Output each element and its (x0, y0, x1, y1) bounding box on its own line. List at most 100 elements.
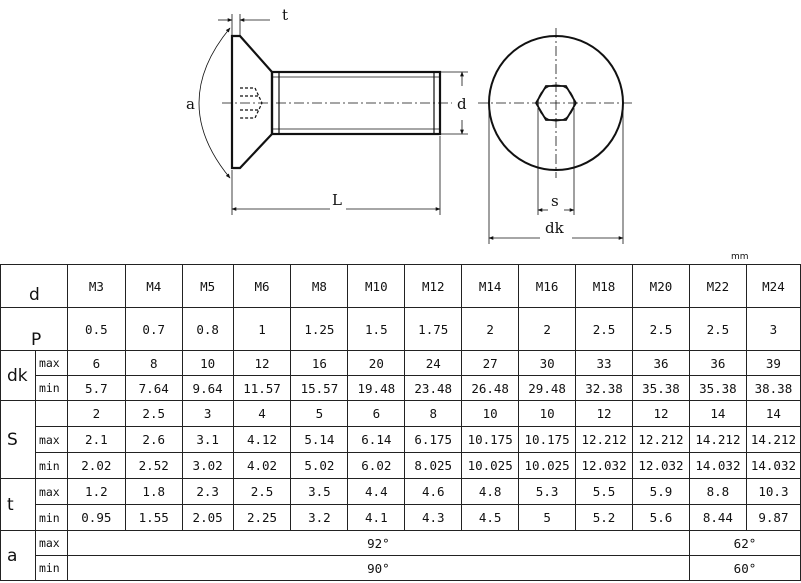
screw-side-view (222, 34, 452, 170)
s-nominal-value: 10 (461, 400, 520, 427)
a-min-large-value: 60° (688, 555, 801, 581)
max-label: max (34, 426, 68, 453)
size-header-cell: M24 (745, 264, 801, 308)
a-max-large-value: 62° (688, 530, 801, 556)
unit-label: mm (731, 252, 749, 262)
dk-max-value: 24 (404, 350, 463, 376)
dk-min-value: 9.64 (181, 375, 234, 401)
dk-min-value: 5.7 (66, 375, 126, 401)
dk-min-value: 11.57 (232, 375, 292, 401)
size-header-cell: M10 (347, 264, 406, 308)
t-max-value: 4.6 (404, 478, 463, 505)
size-header-cell: M14 (461, 264, 520, 308)
min-label: min (34, 452, 68, 479)
s-min-value: 14.032 (688, 452, 747, 479)
a-label: a (0, 530, 36, 581)
t-min-value: 3.2 (290, 504, 349, 531)
t-max-value: 1.8 (124, 478, 183, 505)
dimension-s (537, 108, 575, 215)
dk-max-value: 33 (575, 350, 633, 376)
s-max-value: 10.175 (461, 426, 520, 453)
s-nominal-value: 5 (290, 400, 349, 427)
a-max-main-value: 92° (66, 530, 690, 556)
t-max-value: 4.4 (347, 478, 406, 505)
pitch-value: 0.5 (66, 307, 126, 351)
t-min-value: 5.2 (575, 504, 633, 531)
s-nominal-value: 14 (745, 400, 801, 427)
t-max-value: 1.2 (66, 478, 126, 505)
t-min-value: 0.95 (66, 504, 126, 531)
t-max-value: 10.3 (745, 478, 801, 505)
s-min-value: 5.02 (290, 452, 349, 479)
s-max-value: 14.212 (688, 426, 747, 453)
s-nominal-value: 12 (575, 400, 633, 427)
t-min-value: 5 (518, 504, 577, 531)
s-nominal-value: 12 (632, 400, 690, 427)
label-t: t (282, 6, 288, 24)
dk-min-value: 29.48 (518, 375, 577, 401)
dk-label: dk (0, 350, 36, 401)
t-max-value: 5.3 (518, 478, 577, 505)
s-nominal-value: 14 (688, 400, 747, 427)
size-header-cell: M3 (66, 264, 126, 308)
size-header-label: d (0, 264, 68, 308)
s-max-value: 4.12 (232, 426, 292, 453)
dimension-dk (488, 110, 624, 244)
min-label: min (34, 375, 68, 401)
s-nominal-value: 4 (232, 400, 292, 427)
t-min-value: 2.05 (181, 504, 234, 531)
dk-max-value: 12 (232, 350, 292, 376)
pitch-value: 3 (745, 307, 801, 351)
s-min-value: 2.02 (66, 452, 126, 479)
size-header-cell: M22 (688, 264, 747, 308)
dk-max-value: 30 (518, 350, 577, 376)
t-min-value: 4.5 (461, 504, 520, 531)
dimension-L (231, 136, 441, 215)
a-min-main-value: 90° (66, 555, 690, 581)
pitch-label: P (0, 307, 68, 351)
s-max-value: 6.175 (404, 426, 463, 453)
s-nominal-value: 2 (66, 400, 126, 427)
max-label: max (34, 530, 68, 556)
t-max-value: 3.5 (290, 478, 349, 505)
s-min-value: 10.025 (461, 452, 520, 479)
t-max-value: 8.8 (688, 478, 747, 505)
label-a: a (186, 95, 195, 113)
pitch-value: 2 (461, 307, 520, 351)
t-min-value: 1.55 (124, 504, 183, 531)
size-header-cell: M18 (575, 264, 633, 308)
s-nominal-value: 8 (404, 400, 463, 427)
dk-max-value: 8 (124, 350, 183, 376)
s-max-value: 12.212 (575, 426, 633, 453)
s-min-value: 14.032 (745, 452, 801, 479)
size-header-cell: M5 (181, 264, 234, 308)
pitch-value: 0.7 (124, 307, 183, 351)
size-header-cell: M8 (290, 264, 349, 308)
blank-cell (34, 400, 68, 427)
dk-max-value: 16 (290, 350, 349, 376)
size-header-cell: M16 (518, 264, 577, 308)
s-max-value: 5.14 (290, 426, 349, 453)
dimension-t (218, 14, 270, 36)
s-nominal-value: 10 (518, 400, 577, 427)
dk-max-value: 20 (347, 350, 406, 376)
t-min-value: 4.1 (347, 504, 406, 531)
dimension-a (198, 27, 231, 179)
t-max-value: 5.9 (632, 478, 690, 505)
max-label: max (34, 350, 68, 376)
s-max-value: 3.1 (181, 426, 234, 453)
s-min-value: 3.02 (181, 452, 234, 479)
s-label: S (0, 400, 36, 479)
dk-max-value: 6 (66, 350, 126, 376)
dk-max-value: 10 (181, 350, 234, 376)
s-max-value: 14.212 (745, 426, 801, 453)
